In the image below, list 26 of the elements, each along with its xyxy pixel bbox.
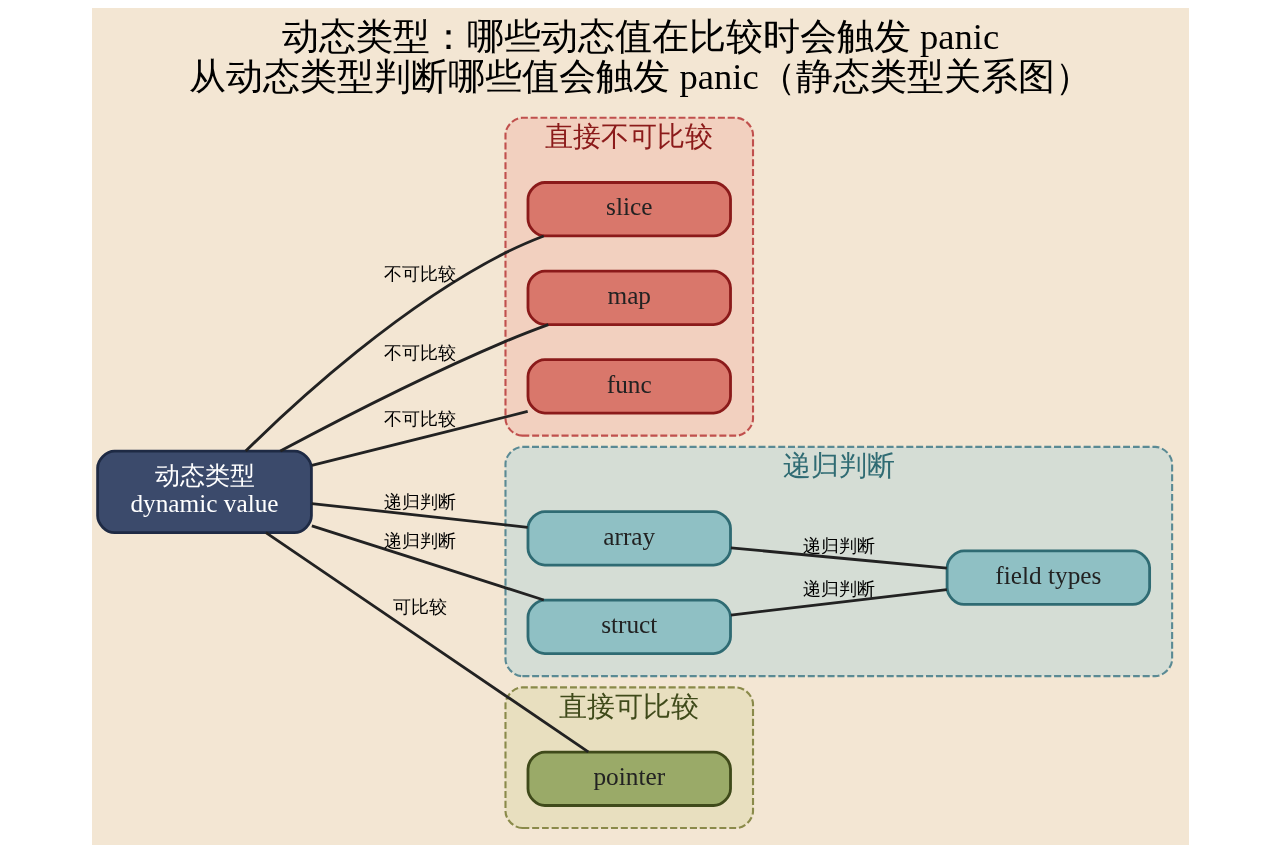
caption: 从动态类型判断哪些值会触发 panic（静态类型关系图）	[188, 56, 1092, 98]
connector	[264, 531, 589, 754]
node-box: slice	[526, 181, 732, 238]
node-box: map	[526, 269, 732, 326]
connector	[244, 234, 544, 453]
connector	[279, 323, 549, 453]
connector	[311, 502, 528, 529]
edge-label: 不可比较	[383, 264, 456, 285]
connector	[311, 410, 528, 467]
connector	[310, 524, 544, 602]
node-box: func	[526, 358, 732, 415]
node-box: 动态类型 dynamic value	[95, 449, 313, 535]
node-box: field types	[945, 549, 1151, 606]
node-box: struct	[526, 598, 732, 656]
edge-label: 递归判断	[383, 531, 456, 552]
edge-label: 递归判断	[383, 491, 456, 512]
node-box: pointer	[526, 750, 732, 807]
diagram-title: 动态类型：哪些动态值在比较时会触发 panic	[281, 15, 999, 57]
edge-label: 不可比较	[383, 342, 456, 363]
edge-label: 不可比较	[383, 408, 456, 429]
connector	[730, 588, 947, 617]
edge-label: 可比较	[392, 597, 447, 618]
node-box: array	[526, 510, 732, 567]
edge-label: 递归判断	[802, 535, 875, 556]
edge-label: 递归判断	[802, 579, 875, 600]
connector	[730, 546, 947, 570]
